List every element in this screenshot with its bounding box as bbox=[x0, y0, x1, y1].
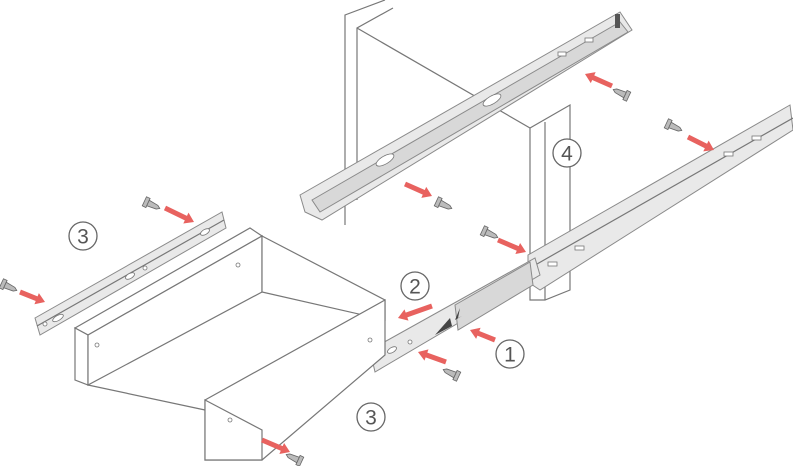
step-label: 3 bbox=[365, 407, 377, 430]
screw-icon bbox=[433, 196, 453, 210]
step-marker-2: 2 bbox=[400, 271, 430, 301]
red-arrow-icon bbox=[398, 303, 433, 321]
red-arrow-icon bbox=[163, 205, 194, 224]
step-marker-3-rail: 3 bbox=[68, 221, 98, 251]
screw-icon bbox=[479, 225, 499, 239]
screw-icon bbox=[612, 88, 632, 102]
step-marker-3-drawer: 3 bbox=[356, 402, 386, 432]
step-label: 3 bbox=[77, 226, 89, 249]
screw-icon bbox=[442, 368, 462, 382]
red-arrow-icon bbox=[19, 289, 45, 305]
red-arrow-icon bbox=[585, 72, 614, 89]
red-arrow-icon bbox=[403, 181, 433, 198]
arrows bbox=[19, 72, 714, 454]
step-marker-4: 4 bbox=[552, 138, 582, 168]
cabinet-rail-left bbox=[299, 11, 633, 221]
drawer-box bbox=[73, 227, 386, 461]
screw-icon bbox=[141, 196, 161, 210]
red-arrow-icon bbox=[261, 437, 291, 454]
step-label: 2 bbox=[409, 276, 421, 299]
step-label: 1 bbox=[504, 344, 516, 367]
screw-icon bbox=[663, 118, 683, 132]
red-arrow-icon bbox=[417, 349, 447, 365]
drawer-rail bbox=[34, 211, 227, 336]
red-arrow-icon bbox=[686, 134, 714, 152]
screws bbox=[0, 88, 683, 466]
step-marker-1: 1 bbox=[495, 339, 525, 369]
screw-icon bbox=[285, 453, 305, 466]
red-arrow-icon bbox=[497, 237, 527, 254]
screw-icon bbox=[0, 278, 18, 292]
cabinet-rail-right bbox=[527, 104, 793, 291]
red-arrow-icon bbox=[470, 327, 496, 343]
step-label: 4 bbox=[561, 143, 573, 166]
